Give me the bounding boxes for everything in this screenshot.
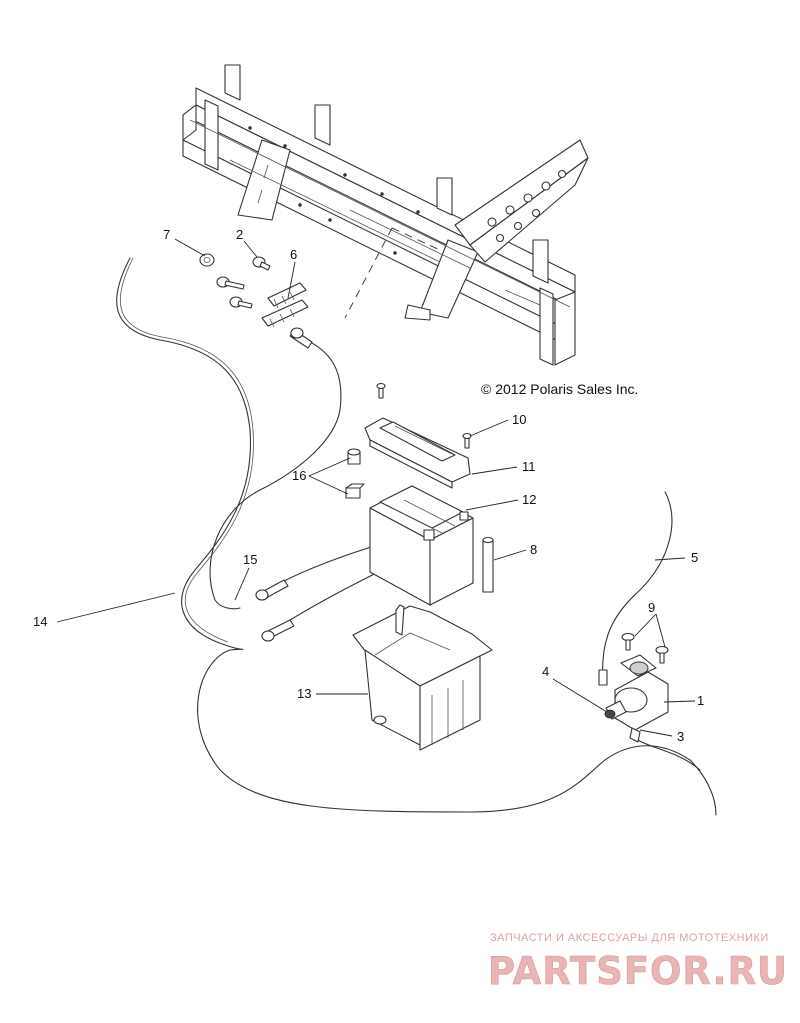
battery (369, 485, 474, 606)
callout-12: 12 (522, 492, 536, 507)
bolt-2 (252, 256, 271, 271)
callout-1: 1 (697, 693, 704, 708)
starter-solenoid (604, 654, 669, 731)
cable-upper (209, 337, 342, 610)
battery-box (352, 604, 493, 751)
callout-3: 3 (677, 729, 684, 744)
callout-15: 15 (243, 552, 257, 567)
battery-hold-down (364, 417, 471, 489)
bolt-10 (462, 432, 472, 449)
wire-terminal-3 (629, 727, 701, 771)
callout-16: 16 (292, 468, 306, 483)
callout-8: 8 (530, 542, 537, 557)
nut-16b (345, 483, 365, 499)
bolt-top (376, 382, 386, 399)
callout-6: 6 (290, 247, 297, 262)
cable-14 (116, 257, 717, 816)
callout-2: 2 (236, 227, 243, 242)
cable-14-inner (119, 257, 254, 643)
nut-16a (347, 448, 361, 465)
screws-9 (621, 632, 669, 664)
callout-13: 13 (297, 686, 311, 701)
copyright-text: © 2012 Polaris Sales Inc. (481, 381, 638, 397)
frame-crossmember (182, 64, 589, 366)
callout-7: 7 (163, 227, 170, 242)
callout-10: 10 (512, 412, 526, 427)
watermark-tagline: ЗАПЧАСТИ И АКСЕССУАРЫ ДЛЯ МОТОТЕХНИКИ (490, 932, 769, 944)
callout-4: 4 (542, 664, 549, 679)
callout-9: 9 (648, 600, 655, 615)
terminal-block (261, 282, 309, 328)
leader-lines (56, 238, 696, 737)
cable-5 (602, 491, 673, 683)
callout-11: 11 (522, 459, 536, 474)
screw-upper (216, 276, 253, 309)
spacer-rod-8 (482, 536, 494, 593)
watermark-logo: PARTSFOR.RU (488, 949, 788, 993)
nut-7 (199, 253, 215, 267)
callout-5: 5 (691, 550, 698, 565)
ring-terminal-5 (598, 669, 608, 686)
callout-14: 14 (33, 614, 47, 629)
